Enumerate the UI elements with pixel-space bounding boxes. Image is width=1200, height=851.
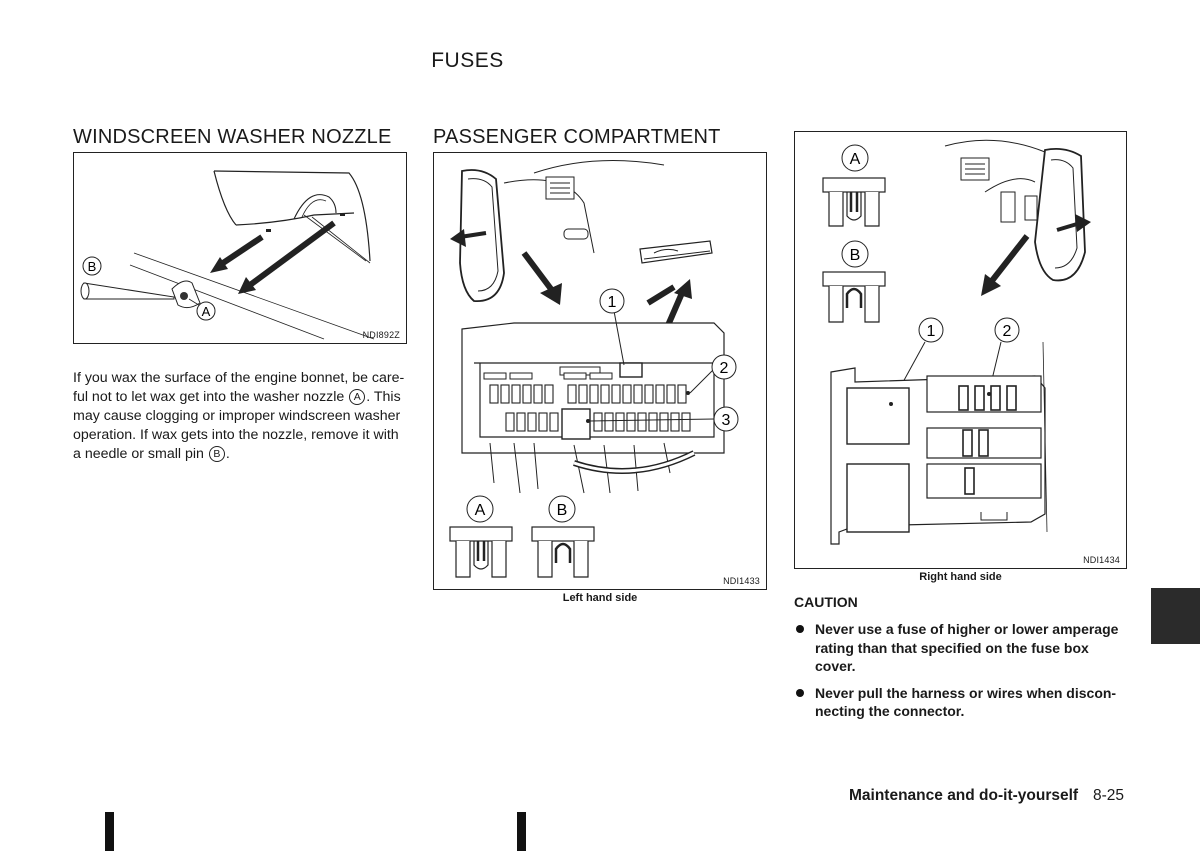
washer-nozzle-illustration: B A: [80, 170, 375, 340]
inline-callout-b: B: [208, 446, 225, 462]
footer-section-title: Maintenance and do-it-yourself: [849, 787, 1079, 804]
right-figure-caption: Right hand side: [919, 571, 1002, 583]
washer-line-2: ful not to let wax get into the washer n…: [73, 389, 401, 405]
caution-item: Never pull the harness or wires when dis…: [794, 684, 1127, 721]
left-callout-3: 3: [722, 412, 731, 429]
washer-paragraph: If you wax the surface of the engine bon…: [73, 369, 409, 464]
right-fuse-label-a: A: [850, 151, 861, 168]
left-figure-code: NDI1433: [723, 576, 760, 586]
right-callout-2: 2: [1003, 323, 1012, 340]
left-hand-fuse-figure: 1 2 3 A B NDI1433: [433, 152, 767, 590]
right-hand-fuse-illustration: A B 1 2: [822, 139, 1091, 545]
right-fuse-b-icon: [822, 271, 886, 323]
bullet-icon: [796, 625, 804, 633]
passenger-compartment-heading: PASSENGER COMPARTMENT: [433, 126, 721, 148]
margin-bar-middle: [517, 812, 526, 851]
page-title: FUSES: [431, 49, 504, 72]
right-figure-code: NDI1434: [1083, 555, 1120, 565]
left-figure-caption: Left hand side: [562, 592, 638, 604]
margin-bar-left: [105, 812, 114, 851]
washer-line-4: operation. If wax gets into the nozzle, …: [73, 427, 399, 443]
washer-line-3: may cause clogging or improper windscree…: [73, 408, 401, 424]
washer-callout-b: B: [88, 259, 97, 274]
left-fuse-a-icon: [449, 526, 513, 578]
washer-nozzle-figure: B A NDI892Z: [73, 152, 407, 344]
left-callout-2: 2: [720, 360, 729, 377]
washer-callout-a: A: [202, 304, 211, 319]
caution-title: CAUTION: [794, 594, 858, 610]
washer-line-1: If you wax the surface of the engine bon…: [73, 370, 405, 386]
caution-list: Never use a fuse of higher or lower ampe…: [794, 620, 1127, 721]
right-fuse-label-b: B: [850, 247, 861, 264]
left-fuse-label-a: A: [475, 502, 486, 519]
left-hand-fuse-illustration: 1 2 3 A B: [449, 160, 739, 578]
right-hand-fuse-figure: A B 1 2: [794, 131, 1127, 569]
washer-figure-code: NDI892Z: [362, 330, 400, 340]
caution-item: Never use a fuse of higher or lower ampe…: [794, 620, 1127, 676]
left-fuse-label-b: B: [557, 502, 568, 519]
inline-callout-a: A: [349, 389, 366, 405]
washer-nozzle-heading: WINDSCREEN WASHER NOZZLE: [73, 126, 392, 148]
left-callout-1: 1: [608, 294, 617, 311]
page-number: 8-25: [1093, 787, 1125, 804]
right-fuse-a-icon: [822, 177, 886, 227]
bullet-icon: [796, 688, 804, 697]
washer-line-5: a needle or small pin B.: [73, 446, 230, 462]
right-callout-1: 1: [927, 323, 936, 340]
left-fuse-b-icon: [531, 526, 595, 578]
chapter-thumb-tab: [1151, 588, 1200, 644]
